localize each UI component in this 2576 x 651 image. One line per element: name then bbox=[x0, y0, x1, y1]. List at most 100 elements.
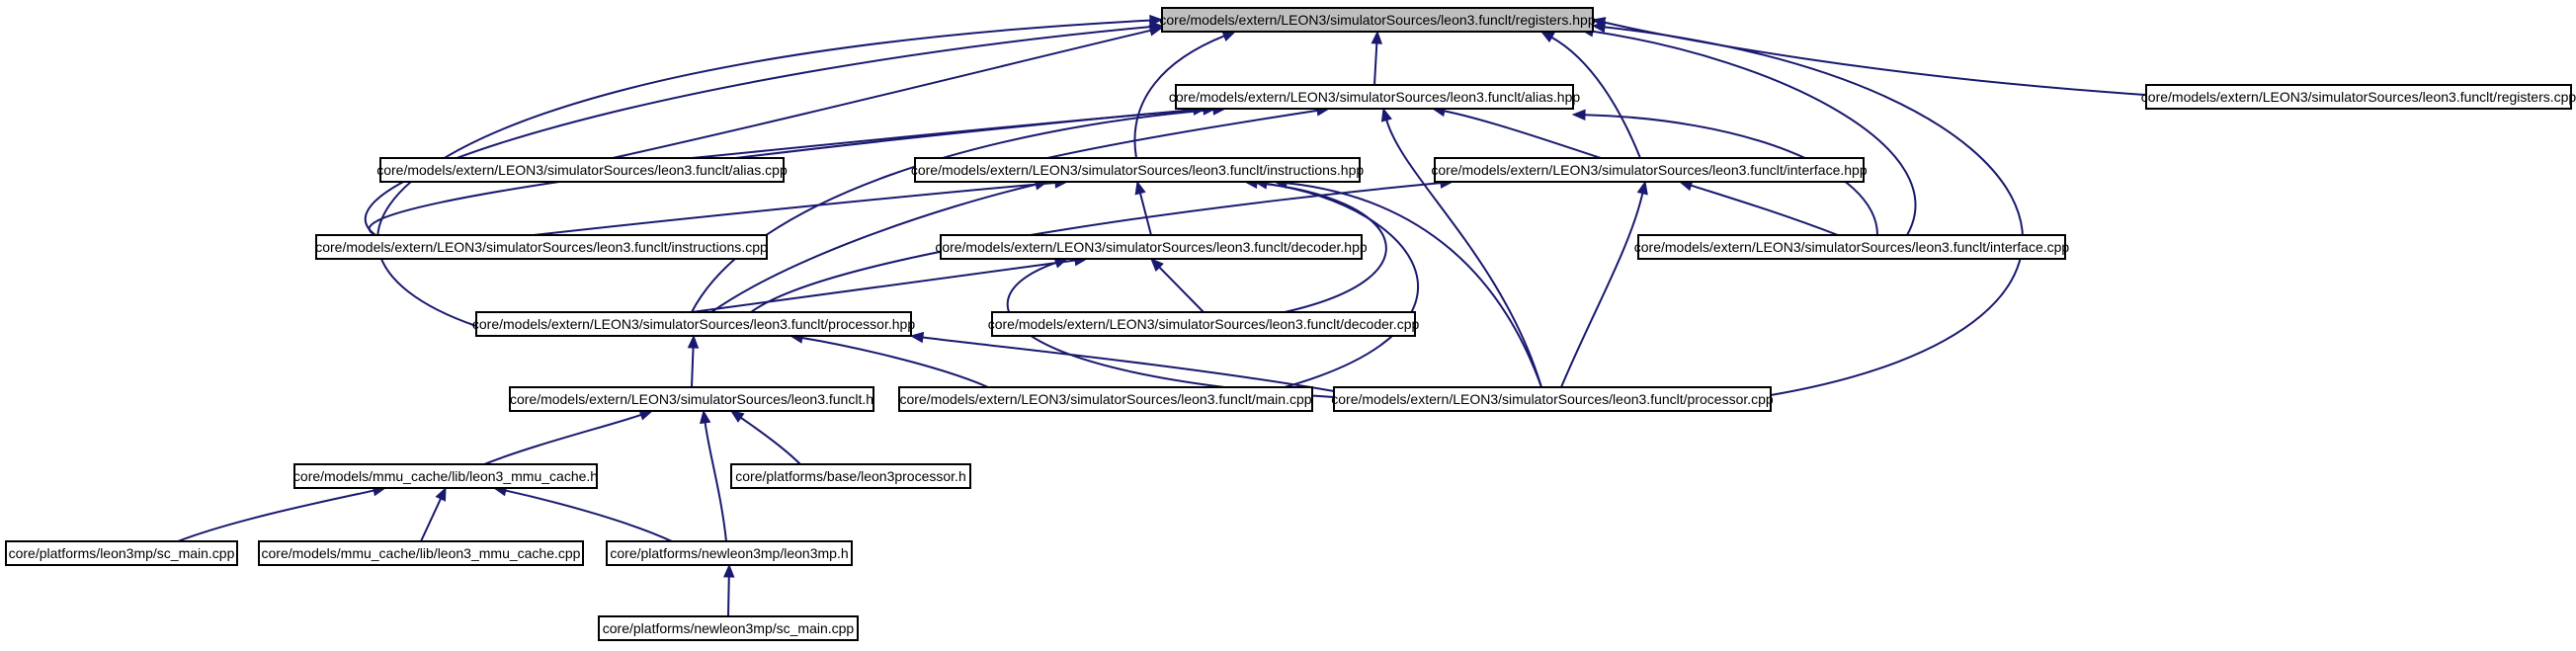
node-box[interactable] bbox=[1434, 157, 1865, 183]
node-label: core/models/extern/LEON3/simulatorSource… bbox=[1169, 89, 1581, 105]
arrowhead-leon3processor_h-to-funclt_h bbox=[729, 410, 745, 423]
node-box[interactable] bbox=[258, 540, 584, 566]
node-box[interactable] bbox=[1161, 7, 1594, 33]
node-interface-hpp[interactable]: core/models/extern/LEON3/simulatorSource… bbox=[1431, 157, 1868, 183]
nodes: core/models/extern/LEON3/simulatorSource… bbox=[5, 7, 2576, 641]
arrowhead-funclt_h-to-processor_hpp bbox=[687, 334, 700, 349]
arrowhead-interface_hpp-to-registers_hpp bbox=[1539, 31, 1555, 43]
edge-leon3_mmu_cache_cpp-to-leon3_mmu_cache_h bbox=[420, 498, 442, 542]
edge-processor_cpp-to-alias_hpp bbox=[1385, 120, 1542, 388]
edge-newleon3mp_sc_main_cpp-to-leon3mp_h bbox=[727, 576, 730, 617]
node-box[interactable] bbox=[2145, 84, 2572, 110]
arrowhead-processor_cpp-to-registers_hpp bbox=[1591, 21, 1607, 34]
node-leon3mp-sc-main-cpp[interactable]: core/platforms/leon3mp/sc_main.cpp bbox=[5, 540, 238, 566]
node-label: core/models/extern/LEON3/simulatorSource… bbox=[1331, 391, 1774, 407]
node-label: core/models/mmu_cache/lib/leon3_mmu_cach… bbox=[293, 468, 598, 484]
node-box[interactable] bbox=[914, 157, 1361, 183]
node-box[interactable] bbox=[1175, 84, 1574, 110]
edge-processor_hpp-to-alias_hpp bbox=[691, 109, 1214, 313]
node-box[interactable] bbox=[730, 463, 971, 489]
node-main-cpp[interactable]: core/models/extern/LEON3/simulatorSource… bbox=[898, 386, 1313, 412]
node-label: core/models/extern/LEON3/simulatorSource… bbox=[911, 162, 1365, 178]
edge-interface_hpp-to-alias_hpp bbox=[1444, 110, 1602, 159]
edge-leon3_mmu_cache_h-to-funclt_h bbox=[483, 414, 642, 465]
node-processor-cpp[interactable]: core/models/extern/LEON3/simulatorSource… bbox=[1331, 386, 1774, 412]
node-alias-cpp[interactable]: core/models/extern/LEON3/simulatorSource… bbox=[376, 157, 788, 183]
edge-alias_cpp-to-registers_hpp bbox=[612, 29, 1151, 159]
edge-instructions_hpp-to-registers_hpp bbox=[1133, 35, 1225, 159]
node-registers-hpp[interactable]: core/models/extern/LEON3/simulatorSource… bbox=[1159, 7, 1596, 33]
arrowhead-processor_hpp-to-registers_hpp bbox=[1149, 14, 1164, 27]
node-leon3-mmu-cache-cpp[interactable]: core/models/mmu_cache/lib/leon3_mmu_cach… bbox=[258, 540, 584, 566]
edge-processor_cpp-to-registers_hpp bbox=[1604, 26, 2025, 396]
edge-interface_cpp-to-interface_hpp bbox=[1691, 184, 1839, 236]
node-registers-cpp[interactable]: core/models/extern/LEON3/simulatorSource… bbox=[2141, 84, 2576, 110]
edge-decoder_hpp-to-instructions_hpp bbox=[1139, 193, 1152, 236]
node-box[interactable] bbox=[379, 157, 785, 183]
edge-processor_cpp-to-interface_hpp bbox=[1560, 193, 1644, 388]
node-instructions-hpp[interactable]: core/models/extern/LEON3/simulatorSource… bbox=[911, 157, 1365, 183]
node-label: core/models/mmu_cache/lib/leon3_mmu_cach… bbox=[262, 545, 581, 561]
arrowhead-alias_hpp-to-registers_hpp bbox=[1371, 30, 1383, 44]
edge-alias_hpp-to-registers_hpp bbox=[1373, 42, 1378, 86]
node-box[interactable] bbox=[940, 234, 1363, 260]
node-box[interactable] bbox=[991, 311, 1416, 337]
edge-funclt_h-to-processor_hpp bbox=[691, 347, 695, 388]
edge-leon3mp_sc_main_cpp-to-leon3_mmu_cache_h bbox=[177, 489, 374, 542]
node-box[interactable] bbox=[1637, 234, 2066, 260]
edge-interface_cpp-to-alias_hpp bbox=[1584, 114, 1878, 236]
edge-interface_cpp-to-registers_hpp bbox=[1592, 30, 1917, 236]
node-label: core/models/extern/LEON3/simulatorSource… bbox=[315, 239, 768, 255]
node-leon3-mmu-cache-h[interactable]: core/models/mmu_cache/lib/leon3_mmu_cach… bbox=[293, 463, 598, 489]
node-box[interactable] bbox=[5, 540, 238, 566]
node-funclt-h[interactable]: core/models/extern/LEON3/simulatorSource… bbox=[509, 386, 874, 412]
node-instructions-cpp[interactable]: core/models/extern/LEON3/simulatorSource… bbox=[315, 234, 768, 260]
arrowhead-instructions_hpp-to-registers_hpp bbox=[1221, 31, 1237, 41]
node-box[interactable] bbox=[598, 615, 859, 641]
node-alias-hpp[interactable]: core/models/extern/LEON3/simulatorSource… bbox=[1169, 84, 1581, 110]
edge-decoder_cpp-to-decoder_hpp bbox=[1158, 266, 1205, 313]
node-box[interactable] bbox=[475, 311, 912, 337]
node-processor-hpp[interactable]: core/models/extern/LEON3/simulatorSource… bbox=[472, 311, 915, 337]
edge-processor_hpp-to-instructions_hpp bbox=[710, 183, 1037, 313]
node-leon3mp-h[interactable]: core/platforms/newleon3mp/leon3mp.h bbox=[606, 540, 853, 566]
node-label: core/models/extern/LEON3/simulatorSource… bbox=[1634, 239, 2070, 255]
node-leon3processor-h[interactable]: core/platforms/base/leon3processor.h bbox=[730, 463, 971, 489]
node-label: core/platforms/newleon3mp/sc_main.cpp bbox=[603, 620, 855, 636]
node-box[interactable] bbox=[1333, 386, 1772, 412]
edge-main_cpp-to-instructions_hpp bbox=[1266, 182, 1419, 388]
node-box[interactable] bbox=[606, 540, 853, 566]
arrowhead-newleon3mp_sc_main_cpp-to-leon3mp_h bbox=[723, 563, 735, 578]
node-decoder-hpp[interactable]: core/models/extern/LEON3/simulatorSource… bbox=[935, 234, 1368, 260]
arrowhead-processor_cpp-to-interface_hpp bbox=[1636, 180, 1648, 196]
edge-registers_cpp-to-registers_hpp bbox=[1604, 21, 2147, 96]
node-box[interactable] bbox=[509, 386, 874, 412]
node-label: core/platforms/leon3mp/sc_main.cpp bbox=[9, 545, 235, 561]
edge-processor_hpp-to-decoder_hpp bbox=[691, 259, 1076, 313]
node-box[interactable] bbox=[293, 463, 598, 489]
edge-processor_cpp-to-instructions_hpp bbox=[1286, 182, 1542, 388]
edge-processor_cpp-to-processor_hpp bbox=[922, 336, 1335, 392]
edge-instructions_cpp-to-instructions_hpp bbox=[533, 182, 1056, 236]
arrowhead-processor_cpp-to-processor_hpp bbox=[909, 331, 925, 344]
node-interface-cpp[interactable]: core/models/extern/LEON3/simulatorSource… bbox=[1634, 234, 2070, 260]
edge-main_cpp-to-processor_hpp bbox=[801, 336, 989, 388]
node-decoder-cpp[interactable]: core/models/extern/LEON3/simulatorSource… bbox=[988, 311, 1420, 337]
node-newleon3mp-sc-main-cpp[interactable]: core/platforms/newleon3mp/sc_main.cpp bbox=[598, 615, 859, 641]
edge-interface_hpp-to-registers_hpp bbox=[1550, 36, 1641, 159]
arrowhead-processor_cpp-to-alias_hpp bbox=[1380, 107, 1392, 122]
edge-instructions_hpp-to-alias_hpp bbox=[1046, 109, 1318, 159]
edge-leon3mp_h-to-funclt_h bbox=[704, 422, 727, 542]
node-label: core/platforms/base/leon3processor.h bbox=[735, 468, 965, 484]
node-label: core/platforms/newleon3mp/leon3mp.h bbox=[610, 545, 848, 561]
node-box[interactable] bbox=[898, 386, 1313, 412]
node-label: core/models/extern/LEON3/simulatorSource… bbox=[510, 391, 873, 407]
edge-instructions_cpp-to-registers_hpp bbox=[364, 26, 1151, 236]
edge-leon3mp_h-to-leon3_mmu_cache_h bbox=[505, 489, 673, 542]
arrowhead-decoder_cpp-to-decoder_hpp bbox=[1150, 258, 1164, 272]
arrowhead-interface_cpp-to-alias_hpp bbox=[1571, 109, 1586, 122]
node-box[interactable] bbox=[315, 234, 768, 260]
node-label: core/models/extern/LEON3/simulatorSource… bbox=[2141, 89, 2576, 105]
node-label: core/models/extern/LEON3/simulatorSource… bbox=[376, 162, 788, 178]
